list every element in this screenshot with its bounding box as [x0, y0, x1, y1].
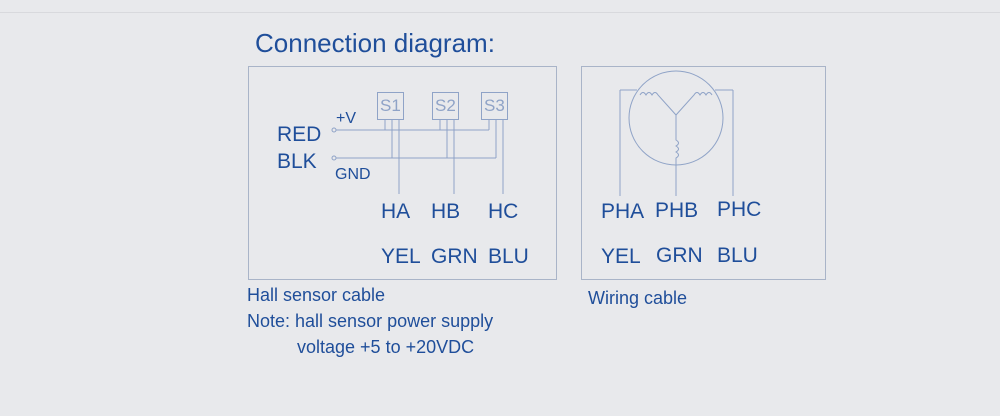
hall-output-ha: HA: [381, 200, 411, 223]
hall-color-blu: BLU: [488, 245, 529, 268]
hall-caption: Hall sensor cable: [247, 285, 386, 305]
signal-plus-v-label: +V: [336, 110, 357, 127]
sensor-s1: [377, 92, 404, 194]
sensor-s1-label: S1: [380, 96, 401, 115]
hall-color-grn: GRN: [431, 245, 478, 268]
motor-phase-phb: PHB: [655, 199, 699, 222]
supply-bus-plus-v: [331, 127, 489, 133]
hall-note-line1: Note: hall sensor power supply: [247, 311, 494, 331]
wire-red-label: RED: [277, 123, 322, 146]
motor-panel-frame: [581, 66, 826, 280]
top-divider: [0, 12, 1000, 13]
hall-note-line2: voltage +5 to +20VDC: [297, 337, 475, 357]
motor-symbol: [619, 70, 734, 196]
sensor-s3: [481, 92, 508, 194]
motor-color-grn: GRN: [656, 244, 703, 267]
hall-output-hc: HC: [488, 200, 519, 223]
motor-phase-phc: PHC: [717, 198, 762, 221]
wire-blk-label: BLK: [277, 150, 317, 173]
signal-gnd-label: GND: [335, 166, 371, 183]
motor-color-blu: BLU: [717, 244, 758, 267]
hall-output-hb: HB: [431, 200, 461, 223]
motor-caption: Wiring cable: [588, 288, 688, 308]
sensor-s2: [432, 92, 459, 194]
sensor-s3-label: S3: [484, 96, 505, 115]
motor-phase-pha: PHA: [601, 200, 645, 223]
motor-color-yel: YEL: [601, 245, 641, 268]
hall-color-yel: YEL: [381, 245, 421, 268]
diagram-title: Connection diagram:: [255, 28, 495, 58]
hall-panel-frame: [248, 66, 557, 280]
supply-bus-gnd: [331, 150, 497, 161]
sensor-s2-label: S2: [435, 96, 456, 115]
